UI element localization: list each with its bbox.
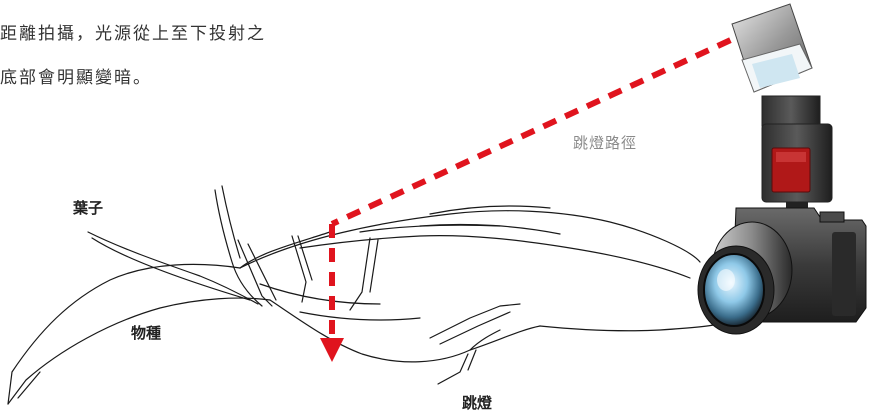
bounce-flash-label: 跳燈 <box>462 394 493 412</box>
leaf-label: 葉子 <box>73 199 104 217</box>
subject-label: 物種 <box>131 324 162 342</box>
insect-outline <box>7 185 719 405</box>
caption-line-1: 距離拍攝，光源從上至下投射之 <box>0 24 266 44</box>
bounce-light-path-label: 跳燈路徑 <box>573 134 638 152</box>
arrow-down-icon <box>320 338 344 362</box>
camera-with-flash-icon <box>697 3 867 335</box>
caption-line-2: 底部會明顯變暗。 <box>0 68 152 88</box>
